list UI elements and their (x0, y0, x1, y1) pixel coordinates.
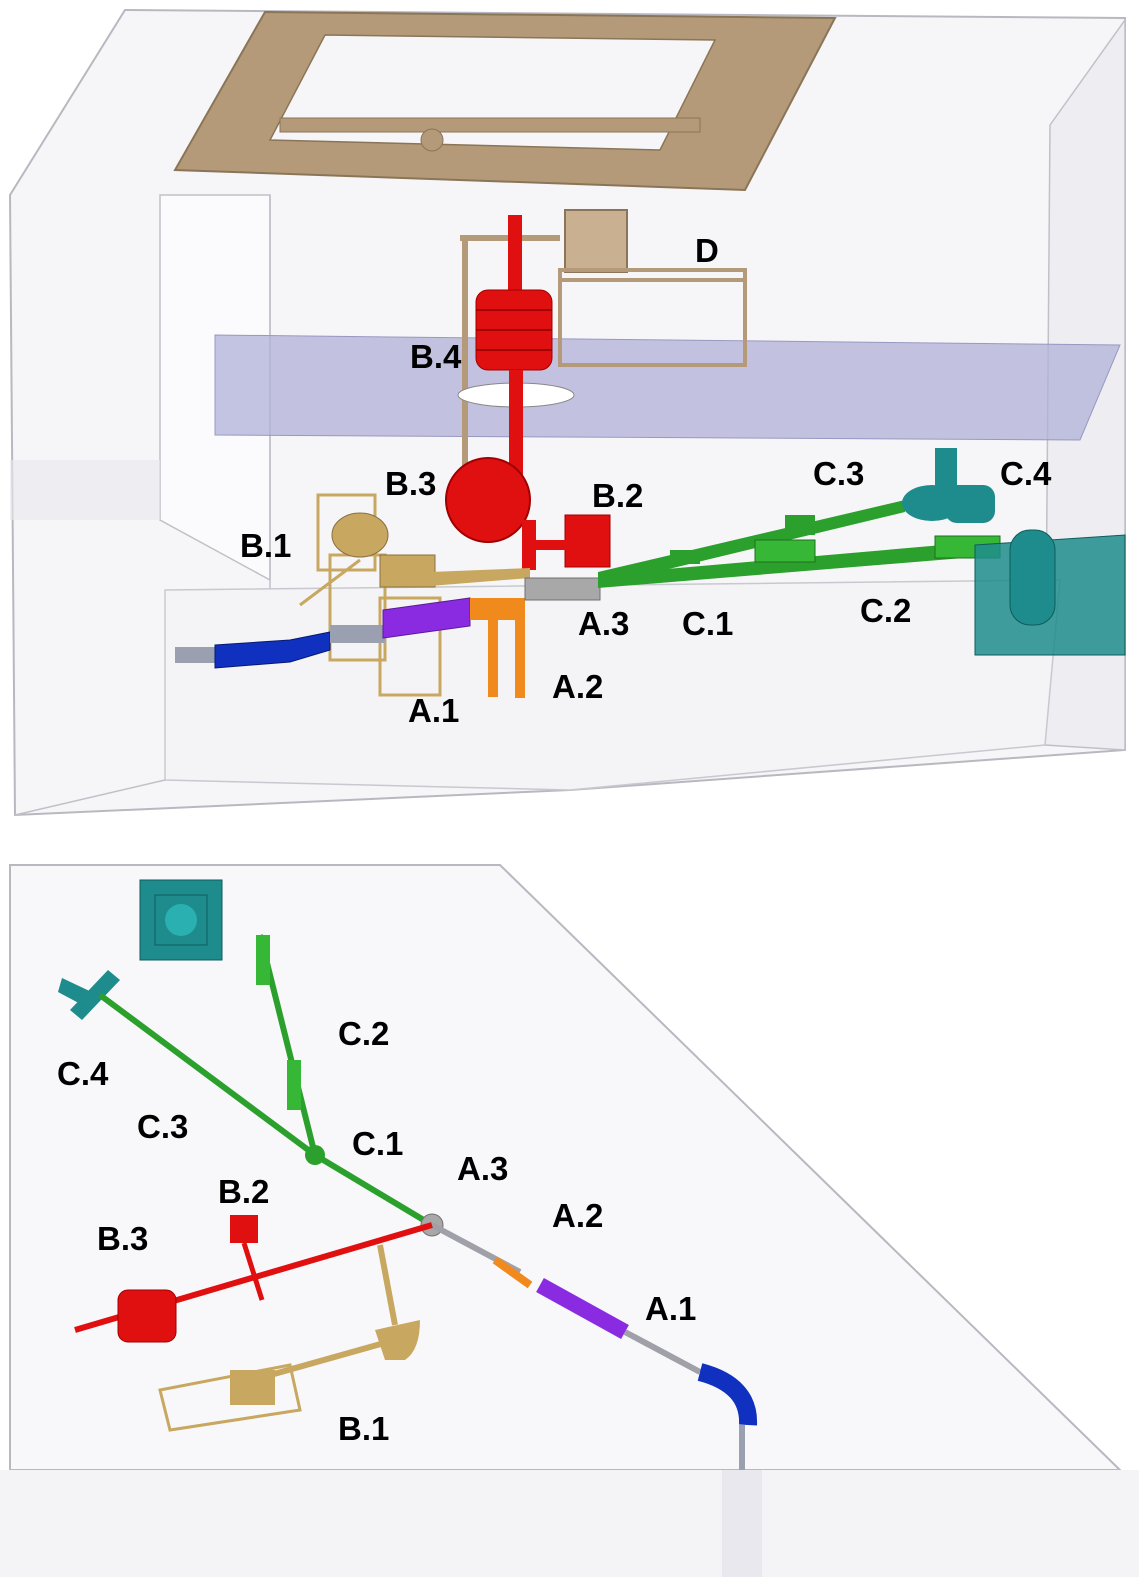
plan-label-c1: C.1 (352, 1125, 403, 1162)
label-c4: C.4 (1000, 455, 1052, 492)
label-b1: B.1 (240, 527, 291, 564)
plan-label-b1: B.1 (338, 1410, 389, 1447)
plan-label-c2: C.2 (338, 1015, 389, 1052)
b3-element (118, 1290, 176, 1342)
label-c3: C.3 (813, 455, 864, 492)
label-c2: C.2 (860, 592, 911, 629)
plan-label-b2: B.2 (218, 1173, 269, 1210)
floor-plane (215, 335, 1120, 440)
plan-label-a3: A.3 (457, 1150, 508, 1187)
label-c1: C.1 (682, 605, 733, 642)
label-a2: A.2 (552, 668, 603, 705)
label-b3: B.3 (385, 465, 436, 502)
plan-label-c4: C.4 (57, 1055, 109, 1092)
plan-view: C.2 C.4 C.3 C.1 A.3 B.2 A.2 B.3 A.1 B.1 (0, 865, 1139, 1577)
label-a1: A.1 (408, 692, 459, 729)
isometric-view: D B.4 B.3 B.2 B.1 C.3 C.4 A.3 C.1 C.2 A.… (10, 10, 1125, 815)
label-b2: B.2 (592, 477, 643, 514)
plan-label-a2: A.2 (552, 1197, 603, 1234)
label-d: D (695, 232, 719, 269)
plan-label-b3: B.3 (97, 1220, 148, 1257)
plan-label-a1: A.1 (645, 1290, 696, 1327)
plan-label-c3: C.3 (137, 1108, 188, 1145)
label-b4: B.4 (410, 338, 462, 375)
label-a3: A.3 (578, 605, 629, 642)
